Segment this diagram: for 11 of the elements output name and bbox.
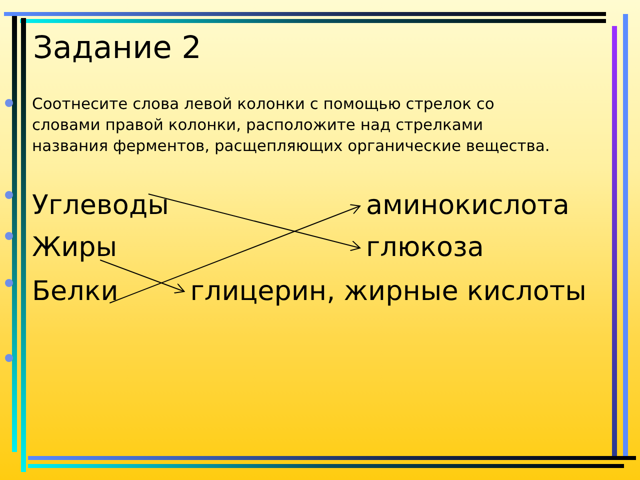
instruction-paragraph: Соотнесите слова левой колонки с помощью стрелок со словами правой колонки, расположите над стрелками названия ферментов, расщепляющих органические вещества. (32, 94, 551, 157)
term-text: Жиры (32, 232, 118, 264)
arrow (100, 260, 185, 294)
slide-title: Задание 2 (33, 30, 202, 66)
term-text: аминокислота (366, 190, 570, 222)
term-text: глицерин, жирные кислоты (190, 276, 586, 307)
arrow (148, 194, 360, 252)
term-text: глюкоза (366, 232, 484, 264)
term-text: Углеводы (32, 190, 169, 222)
arrow (109, 204, 360, 304)
term-text: Белки (32, 276, 118, 307)
